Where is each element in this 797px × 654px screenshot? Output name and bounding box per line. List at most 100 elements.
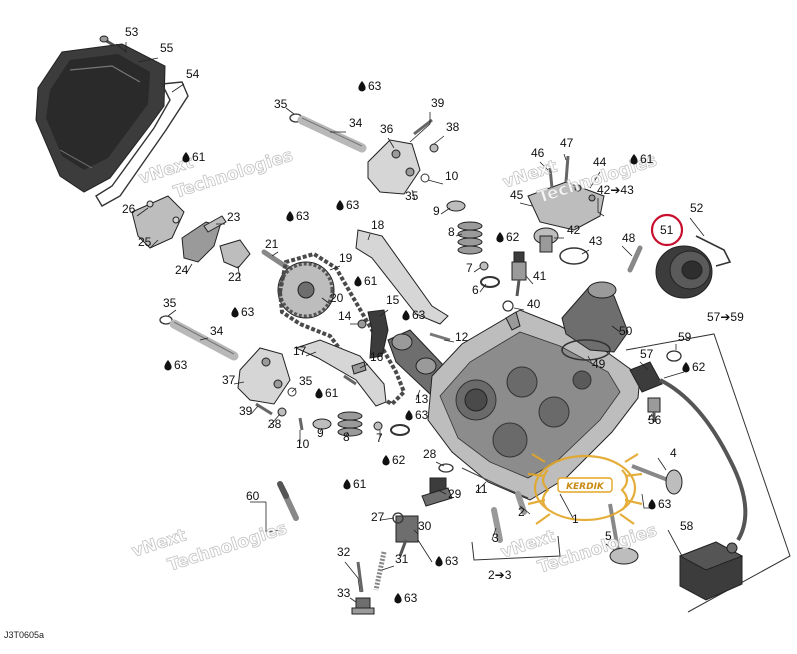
part-screws-26 [146, 200, 180, 224]
callout-c4: 4 [670, 446, 677, 460]
callout-c44: 44 [593, 155, 607, 169]
part-bolt-23 [203, 215, 227, 233]
callout-c63c: 63 [286, 209, 310, 223]
callout-label: 63 [296, 209, 310, 223]
callout-c15: 15 [386, 293, 400, 307]
callout-label: 47 [560, 136, 574, 150]
callout-c7a: 7 [466, 261, 473, 275]
watermark-text: Technologies [535, 520, 659, 577]
callout-c34b: 34 [210, 324, 224, 338]
callout-c43: 43 [589, 234, 603, 248]
callout-label: 25 [138, 235, 152, 249]
callout-label: 46 [531, 146, 545, 160]
callout-label: 50 [619, 324, 633, 338]
callout-c51: 51 [660, 223, 674, 237]
callout-label: 61 [364, 274, 378, 288]
callout-c52: 52 [690, 201, 704, 215]
callout-label: 22 [228, 270, 242, 284]
callout-label: 52 [690, 201, 704, 215]
callout-c61a: 61 [182, 150, 206, 164]
callout-label: 63 [415, 408, 429, 422]
kerdik-logo: KERDIK [527, 453, 643, 525]
part-oring-40 [502, 300, 514, 312]
callout-label: 43 [589, 234, 603, 248]
callout-label: 8 [448, 225, 455, 239]
callout-label: 61 [353, 477, 367, 491]
oil-drop-icon [405, 410, 413, 421]
callout-c16: 16 [370, 350, 384, 364]
part-seal-7-upper [479, 261, 489, 271]
callout-label: 9 [317, 426, 324, 440]
callout-c61d: 61 [315, 386, 339, 400]
callout-c62a: 62 [496, 230, 520, 244]
callout-label: 35 [274, 97, 288, 111]
part-spring-8-lower [337, 411, 363, 437]
callout-c7b: 7 [376, 431, 383, 445]
part-bolt-39-upper [413, 118, 433, 136]
part-guide-3 [491, 507, 503, 543]
callout-label: 35 [405, 189, 419, 203]
callout-label: 44 [593, 155, 607, 169]
part-bolt-46 [548, 167, 554, 189]
callout-c49: 49 [592, 357, 606, 371]
oil-drop-icon [435, 556, 443, 567]
part-bolt-47 [564, 155, 570, 183]
callout-label: 62 [392, 453, 406, 467]
callout-label: 38 [268, 417, 282, 431]
part-bolt-60 [277, 481, 299, 521]
callout-c57-59: 57➔59 [707, 310, 744, 324]
oil-drop-icon [648, 499, 656, 510]
callout-label: 28 [423, 447, 437, 461]
callout-label: 24 [175, 263, 189, 277]
oil-drop-icon [394, 593, 402, 604]
part-shaft-34-upper [297, 115, 367, 153]
callout-label: 40 [527, 297, 541, 311]
callout-c14: 14 [338, 309, 352, 323]
leader-lines [115, 42, 705, 603]
callout-c11: 11 [475, 482, 488, 496]
part-pin-16 [351, 361, 367, 375]
part-seal-7-lower [373, 421, 383, 431]
callout-label: 57➔59 [707, 310, 744, 324]
callout-label: 2➔3 [488, 568, 512, 582]
callout-c53: 53 [125, 25, 139, 39]
callout-label: 6 [472, 283, 479, 297]
callout-c10a: 10 [445, 169, 459, 183]
part-chain-guide-17 [294, 339, 387, 407]
callout-c32: 32 [337, 545, 351, 559]
callout-c54: 54 [186, 67, 200, 81]
part-nut-38-upper [429, 143, 439, 153]
callout-c61b: 61 [630, 152, 654, 166]
oil-drop-icon [382, 455, 390, 466]
callout-c2-3: 2➔3 [488, 568, 512, 582]
callout-label: 61 [325, 386, 339, 400]
callout-c5: 5 [605, 529, 612, 543]
callout-c27: 27 [371, 510, 385, 524]
callout-c37: 37 [222, 373, 236, 387]
part-clamp-52 [695, 235, 732, 267]
highlight-circle [650, 213, 684, 247]
callout-c1: 1 [572, 512, 579, 526]
callout-label: 10 [445, 169, 459, 183]
callout-c13: 13 [415, 392, 429, 406]
callout-c36: 36 [380, 122, 394, 136]
part-gasket-54 [95, 81, 189, 207]
callout-label: 61 [192, 150, 206, 164]
part-intake-boot-50 [561, 281, 629, 353]
part-spark-plug-56 [647, 397, 661, 422]
oil-drop-icon [343, 479, 351, 490]
callout-label: 8 [343, 430, 350, 444]
part-bracket-15 [367, 309, 389, 359]
callout-label: 62 [506, 230, 520, 244]
callout-c9a: 9 [433, 204, 440, 218]
oil-drop-icon [496, 232, 504, 243]
callout-c24: 24 [175, 263, 189, 277]
part-valve-4 [631, 464, 683, 495]
callout-c62c: 62 [382, 453, 406, 467]
part-valve-5 [608, 503, 639, 565]
part-washer-lower [390, 424, 410, 436]
callout-c58: 58 [680, 519, 694, 533]
callout-label: 29 [448, 487, 462, 501]
callout-label: 17 [293, 344, 307, 358]
